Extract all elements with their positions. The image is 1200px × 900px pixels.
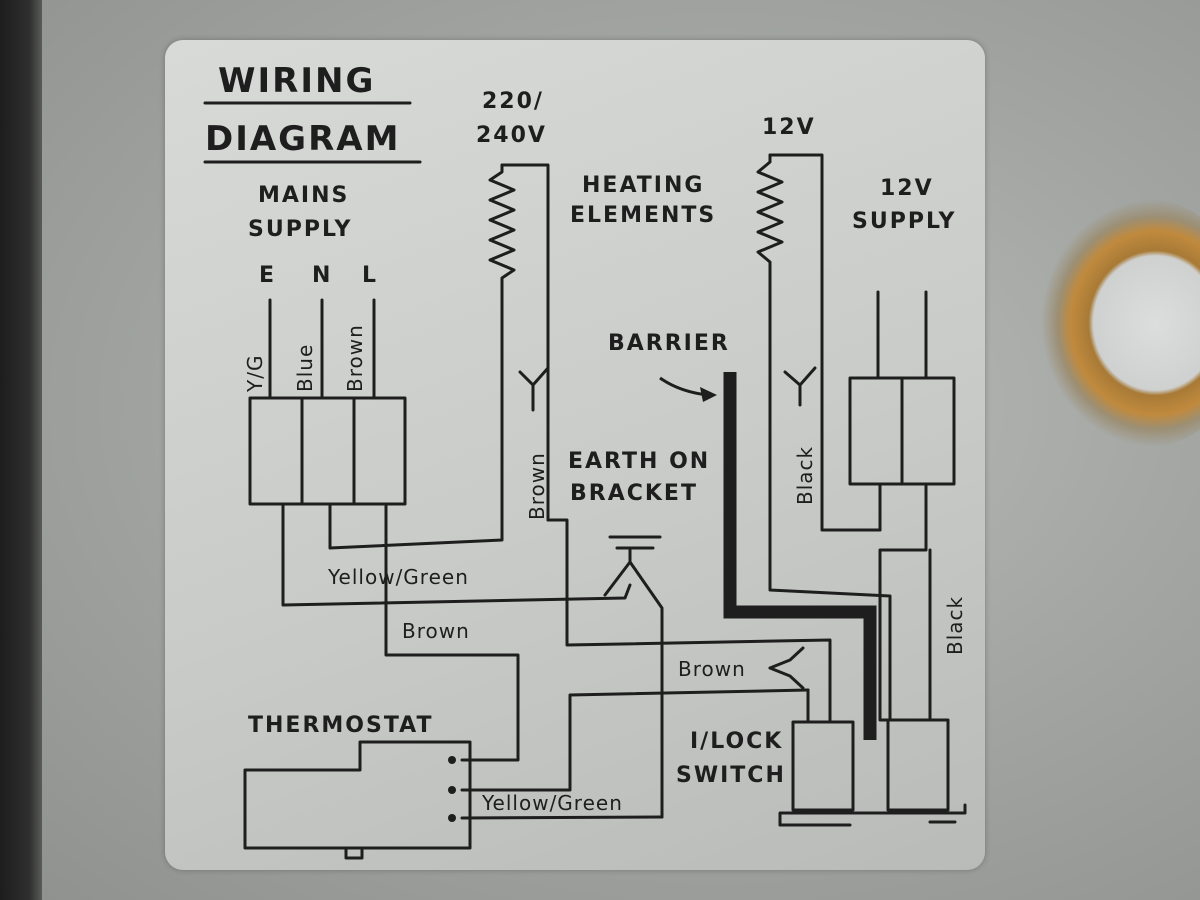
label-yellow-green-bottom: Yellow/Green [481, 791, 623, 815]
voltage-high-2: 240V [476, 123, 547, 148]
label-brown-main: Brown [343, 324, 367, 392]
thermostat-label: THERMOSTAT [248, 713, 433, 738]
heating-label-2: ELEMENTS [570, 203, 716, 228]
supply12-label-1: 12V [880, 176, 934, 201]
earth-label-2: BRACKET [570, 481, 698, 506]
earth-label-1: EARTH ON [568, 449, 710, 474]
label-brown-mid: Brown [402, 619, 470, 643]
switch-label-2: SWITCH [676, 763, 786, 788]
barrier-line [723, 372, 877, 740]
wire-yellow-green-earth [281, 502, 632, 607]
mains-label-1: MAINS [258, 183, 349, 208]
thermostat-terminal-1 [448, 756, 456, 764]
label-yg: Y/G [243, 355, 267, 393]
voltage-low: 12V [762, 115, 816, 140]
wire-brown-live [384, 502, 520, 762]
barrier-pointer-head [700, 387, 717, 402]
arrow-brown-element [518, 366, 550, 387]
wire-element-neutral [328, 163, 516, 550]
label-blue: Blue [293, 344, 317, 392]
mounting-hole [1040, 198, 1200, 448]
label-brown-switch: Brown [678, 657, 746, 681]
terminal-e: E [259, 263, 276, 288]
label-yellow-green-top: Yellow/Green [327, 565, 469, 589]
switch-bracket [778, 803, 967, 827]
earth-bracket-wire [603, 560, 664, 819]
switch-label-1: I/LOCK [690, 729, 783, 754]
thermostat-terminal-3 [448, 814, 456, 822]
barrier-pointer [659, 376, 709, 397]
title-line-2: DIAGRAM [205, 119, 400, 159]
mains-label-2: SUPPLY [248, 217, 352, 242]
title-line-1: WIRING [218, 61, 375, 101]
terminal-n: N [312, 263, 332, 288]
arrow-switch-1 [768, 646, 805, 670]
ilock-switch-left [791, 720, 855, 812]
label-black-supply: Black [943, 596, 967, 655]
thermostat-body [243, 740, 472, 850]
supply12-label-2: SUPPLY [852, 209, 956, 234]
enclosure-edge [0, 0, 42, 900]
wire-brown-switch [460, 688, 810, 792]
label-brown-element: Brown [525, 452, 549, 520]
thermostat-stem [344, 846, 364, 860]
element-12v-return [768, 153, 882, 532]
terminal-l: L [362, 263, 378, 288]
ilock-switch-right [886, 718, 950, 812]
label-black-element: Black [793, 446, 817, 505]
element-return [500, 163, 550, 522]
voltage-high-1: 220/ [482, 89, 544, 114]
heating-label-1: HEATING [582, 173, 704, 198]
supply-out-2 [878, 482, 928, 722]
wire-black-12v-element [756, 153, 892, 722]
barrier-label: BARRIER [608, 331, 730, 356]
mains-terminal-block [248, 396, 407, 506]
arrow-switch-2 [768, 666, 805, 690]
wire-yellow-green-bottom [460, 815, 664, 820]
wire-brown-element [546, 518, 832, 722]
thermostat-terminal-2 [448, 786, 456, 794]
arrow-black-element [783, 366, 817, 387]
